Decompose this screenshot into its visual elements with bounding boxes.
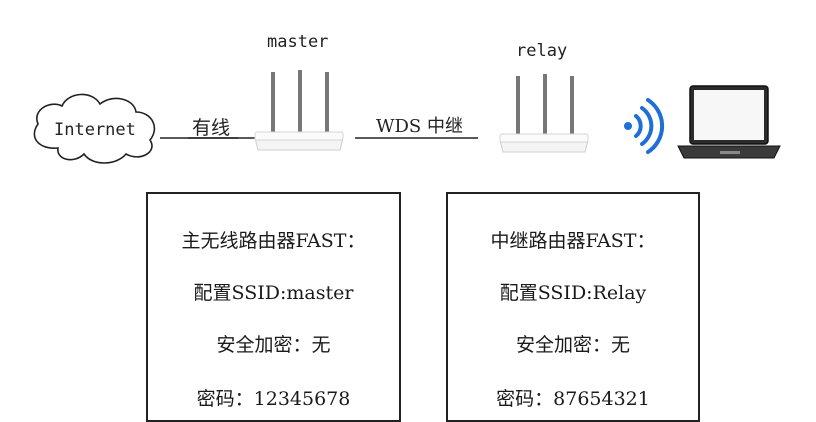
- master-label: master: [267, 32, 328, 52]
- wds-link-label: WDS 中继: [376, 112, 463, 138]
- wifi-icon: [624, 100, 662, 152]
- master-security: 安全加密：无: [148, 330, 399, 357]
- master-ssid: 配置SSID:master: [148, 278, 399, 305]
- relay-security: 安全加密：无: [448, 330, 698, 357]
- internet-label: Internet: [54, 120, 136, 140]
- router-icon: [255, 70, 343, 150]
- relay-info-box: 中继路由器FAST： 配置SSID:Relay 安全加密：无 密码：876543…: [446, 192, 700, 422]
- relay-box-title: 中继路由器FAST：: [448, 226, 698, 253]
- relay-ssid: 配置SSID:Relay: [448, 278, 698, 305]
- wired-link-label: 有线: [192, 113, 230, 140]
- laptop-icon: [678, 86, 780, 158]
- master-password: 密码：12345678: [148, 384, 399, 411]
- master-box-title: 主无线路由器FAST：: [148, 226, 399, 253]
- router-icon: [500, 74, 588, 152]
- master-info-box: 主无线路由器FAST： 配置SSID:master 安全加密：无 密码：1234…: [146, 192, 401, 422]
- network-diagram: [0, 0, 816, 190]
- relay-password: 密码：87654321: [448, 384, 698, 411]
- relay-label: relay: [516, 41, 567, 61]
